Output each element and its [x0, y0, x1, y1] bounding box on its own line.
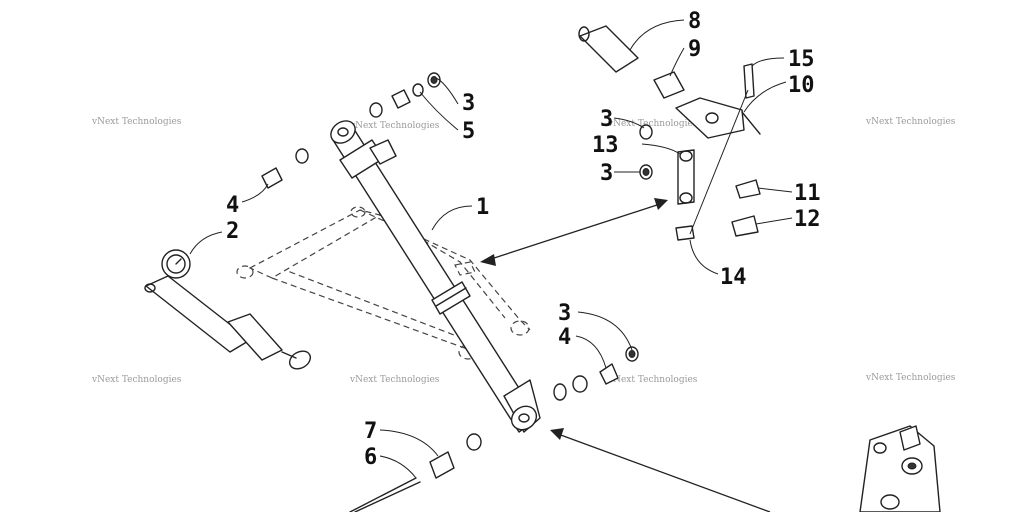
callout-14: 14 [720, 265, 747, 290]
watermark: vNext Technologies [91, 375, 182, 385]
watermarks: vNext Technologies vNext Technologies vN… [91, 117, 956, 385]
lower-mount-hardware [349, 346, 639, 512]
callout-4: 4 [558, 325, 571, 350]
leader-lines [189, 19, 793, 479]
callout-3: 3 [600, 107, 613, 132]
callout-9: 9 [688, 37, 701, 62]
callout-15: 15 [788, 47, 815, 72]
callout-4: 4 [226, 193, 239, 218]
callout-3: 3 [600, 161, 613, 186]
watermark: vNext Technologies [865, 373, 956, 383]
callout-12: 12 [794, 207, 821, 232]
reference-arrows [480, 198, 771, 512]
callout-10: 10 [788, 73, 815, 98]
watermark: vNext Technologies [607, 375, 698, 385]
bracket-assembly [859, 425, 941, 512]
watermark: vNext Technologies [349, 375, 440, 385]
arrow-line [557, 433, 771, 512]
callout-11: 11 [794, 181, 821, 206]
callout-3: 3 [558, 301, 571, 326]
callout-2: 2 [226, 219, 239, 244]
callout-8: 8 [688, 9, 701, 34]
watermark: vNext Technologies [91, 117, 182, 127]
callout-5: 5 [462, 119, 475, 144]
callout-3: 3 [462, 91, 475, 116]
callout-7: 7 [364, 419, 377, 444]
watermark: vNext Technologies [349, 121, 440, 131]
gauge-pump [144, 249, 312, 370]
watermark: vNext Technologies [607, 119, 698, 129]
arrow-line [487, 203, 661, 261]
callout-numbers: 1 2 3 3 3 3 4 4 5 6 7 8 9 10 11 12 13 14… [226, 9, 821, 470]
watermark: vNext Technologies [865, 117, 956, 127]
arrow-head [550, 428, 564, 440]
linkage-assembly [578, 25, 761, 241]
shock-absorber [330, 120, 541, 433]
arrow-head [654, 198, 668, 210]
arrow-head [480, 254, 496, 266]
callout-13: 13 [592, 133, 619, 158]
callout-6: 6 [364, 445, 377, 470]
callout-1: 1 [476, 195, 489, 220]
